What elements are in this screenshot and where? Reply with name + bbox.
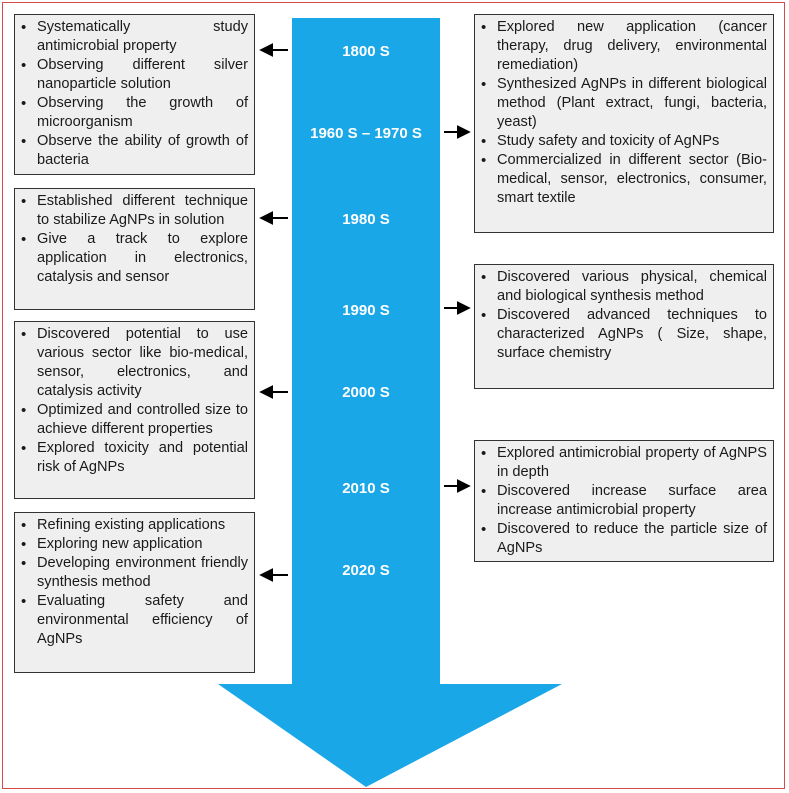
- box-1990-item: Discovered advanced techniques to charac…: [479, 306, 767, 363]
- box-1960-1970: Explored new application (cancer therapy…: [474, 14, 774, 233]
- box-2010-item: Explored antimicrobial property of AgNPS…: [479, 444, 767, 482]
- era-label-2020: 2020 S: [342, 562, 390, 579]
- box-1960-item: Explored new application (cancer therapy…: [479, 18, 767, 75]
- timeline-arrow-shape: [218, 18, 562, 787]
- box-1980: Established different technique to stabi…: [14, 188, 255, 310]
- box-2020-item: Refining existing applications: [19, 516, 248, 535]
- box-2000: Discovered potential to use various sect…: [14, 321, 255, 499]
- era-label-2010: 2010 S: [342, 480, 390, 497]
- box-1800-item: Observe the ability of growth of bacteri…: [19, 132, 248, 170]
- box-1960-item: Synthesized AgNPs in different biologica…: [479, 75, 767, 132]
- box-2020-item: Developing environment friendly synthesi…: [19, 554, 248, 592]
- box-2010-item: Discovered to reduce the particle size o…: [479, 520, 767, 558]
- era-label-1980: 1980 S: [342, 211, 390, 228]
- era-label-1960-1970: 1960 S – 1970 S: [310, 125, 422, 142]
- box-2020: Refining existing applications Exploring…: [14, 512, 255, 673]
- box-1800-item: Observing the growth of microorganism: [19, 94, 248, 132]
- era-label-1800: 1800 S: [342, 43, 390, 60]
- box-2010: Explored antimicrobial property of AgNPS…: [474, 440, 774, 562]
- box-2010-item: Discovered increase surface area increas…: [479, 482, 767, 520]
- box-1960-item: Study safety and toxicity of AgNPs: [479, 132, 767, 151]
- box-2000-item: Explored toxicity and potential risk of …: [19, 439, 248, 477]
- box-1800-item: Observing different silver nanoparticle …: [19, 56, 248, 94]
- box-1800-item: Systematically study antimicrobial prope…: [19, 18, 248, 56]
- box-2000-item: Optimized and controlled size to achieve…: [19, 401, 248, 439]
- box-1980-item: Established different technique to stabi…: [19, 192, 248, 230]
- era-label-2000: 2000 S: [342, 384, 390, 401]
- box-1800: Systematically study antimicrobial prope…: [14, 14, 255, 175]
- box-1990: Discovered various physical, chemical an…: [474, 264, 774, 389]
- box-2000-item: Discovered potential to use various sect…: [19, 325, 248, 401]
- box-2020-item: Evaluating safety and environmental effi…: [19, 592, 248, 649]
- era-label-1990: 1990 S: [342, 302, 390, 319]
- box-2020-item: Exploring new application: [19, 535, 248, 554]
- box-1990-item: Discovered various physical, chemical an…: [479, 268, 767, 306]
- box-1980-item: Give a track to explore application in e…: [19, 230, 248, 287]
- box-1960-item: Commercialized in different sector (Bio-…: [479, 151, 767, 208]
